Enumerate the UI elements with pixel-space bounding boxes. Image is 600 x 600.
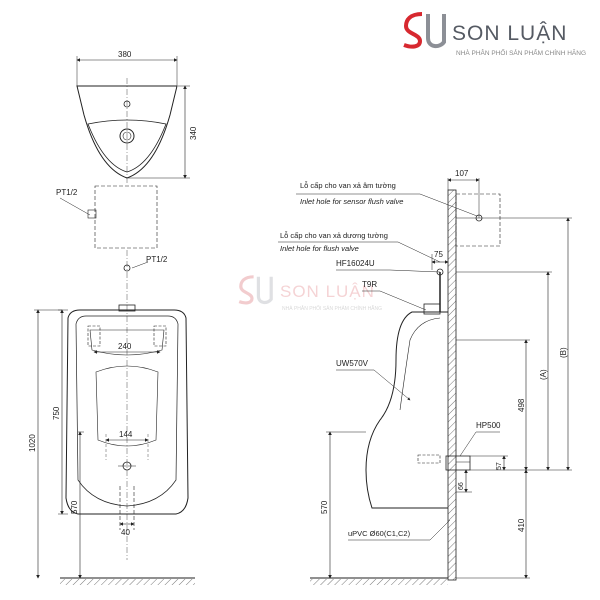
dim-a: (A) bbox=[539, 369, 548, 380]
dim-410: 410 bbox=[517, 518, 526, 532]
watermark-mark-icon bbox=[238, 275, 273, 305]
flush-inlet-en: Inlet hole for flush valve bbox=[280, 244, 359, 253]
pt-label-lower: PT1/2 bbox=[146, 255, 168, 264]
hf-model-label: HF16024U bbox=[336, 259, 375, 268]
dim-570-side: 570 bbox=[320, 500, 329, 514]
pt-label-upper: PT1/2 bbox=[56, 188, 78, 197]
sensor-inlet-en: Inlet hole for sensor flush valve bbox=[300, 197, 403, 206]
side-view: 107 Lỗ cấp cho van xả âm tường Inlet hol… bbox=[278, 169, 572, 585]
sensor-inlet-vi: Lỗ cấp cho van xả âm tường bbox=[300, 181, 396, 190]
dim-66: 66 bbox=[458, 482, 465, 490]
dim-75: 75 bbox=[434, 250, 443, 259]
brand-tagline: NHÀ PHÂN PHỐI SẢN PHẨM CHÍNH HÃNG bbox=[456, 50, 587, 57]
dim-498: 498 bbox=[517, 398, 526, 412]
dim-570-front: 570 bbox=[70, 500, 79, 514]
t9r-label: T9R bbox=[362, 280, 377, 289]
brand-name: SON LUẬN bbox=[452, 22, 568, 45]
watermark-tagline: NHÀ PHÂN PHỐI SẢN PHẨM CHÍNH HÃNG bbox=[282, 306, 383, 312]
dim-b: (B) bbox=[559, 347, 568, 358]
plan-view: 380 340 bbox=[76, 50, 198, 185]
brand-logo: SON LUẬN NHÀ PHÂN PHỐI SẢN PHẨM CHÍNH HÃ… bbox=[400, 8, 596, 58]
dim-57: 57 bbox=[496, 462, 503, 470]
watermark-logo: SON LUẬN NHÀ PHÂN PHỐI SẢN PHẨM CHÍNH HÃ… bbox=[236, 268, 386, 318]
front-view-bottom-dims: 570 bbox=[70, 431, 84, 579]
brand-mark-icon bbox=[403, 12, 446, 49]
watermark-name: SON LUẬN bbox=[280, 282, 375, 301]
dim-240: 240 bbox=[118, 342, 132, 351]
dim-40: 40 bbox=[121, 528, 130, 537]
dim-1020: 1020 bbox=[28, 434, 37, 452]
pipe-label: uPVC Ø60(C1,C2) bbox=[348, 529, 411, 538]
flush-inlet-vi: Lỗ cấp cho van xả dương tường bbox=[280, 231, 388, 240]
hp-model-label: HP500 bbox=[476, 421, 501, 430]
plan-width-dim: 380 bbox=[118, 50, 132, 59]
plan-depth-dim: 340 bbox=[189, 126, 198, 140]
dim-107: 107 bbox=[455, 169, 469, 178]
front-view: PT1/2 PT1/2 240 144 40 750 1020 bbox=[28, 185, 195, 585]
dim-144: 144 bbox=[119, 430, 133, 439]
dim-750: 750 bbox=[52, 406, 61, 420]
uw-model-label: UW570V bbox=[336, 359, 369, 368]
